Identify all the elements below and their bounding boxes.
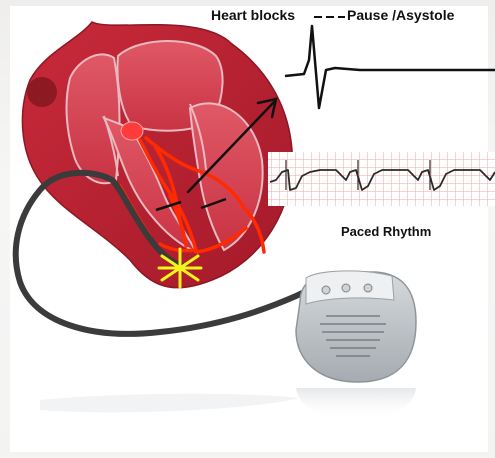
sa-node xyxy=(121,122,143,140)
paced-rhythm-label: Paced Rhythm xyxy=(341,224,431,239)
device-reflection xyxy=(296,388,416,420)
floor-reflection xyxy=(40,394,300,413)
paced-ecg-strip xyxy=(268,152,495,206)
device-port-3 xyxy=(364,284,372,292)
device-port-1 xyxy=(322,286,330,294)
device-port-2 xyxy=(342,284,350,292)
asystole-trace xyxy=(285,26,495,108)
pacemaker-device xyxy=(296,271,416,420)
asystole-ecg xyxy=(285,17,495,108)
heart-blocks-label: Heart blocks xyxy=(211,7,295,23)
pause-asystole-label: Pause /Asystole xyxy=(347,7,454,23)
heart-dark-appendage xyxy=(27,77,57,107)
